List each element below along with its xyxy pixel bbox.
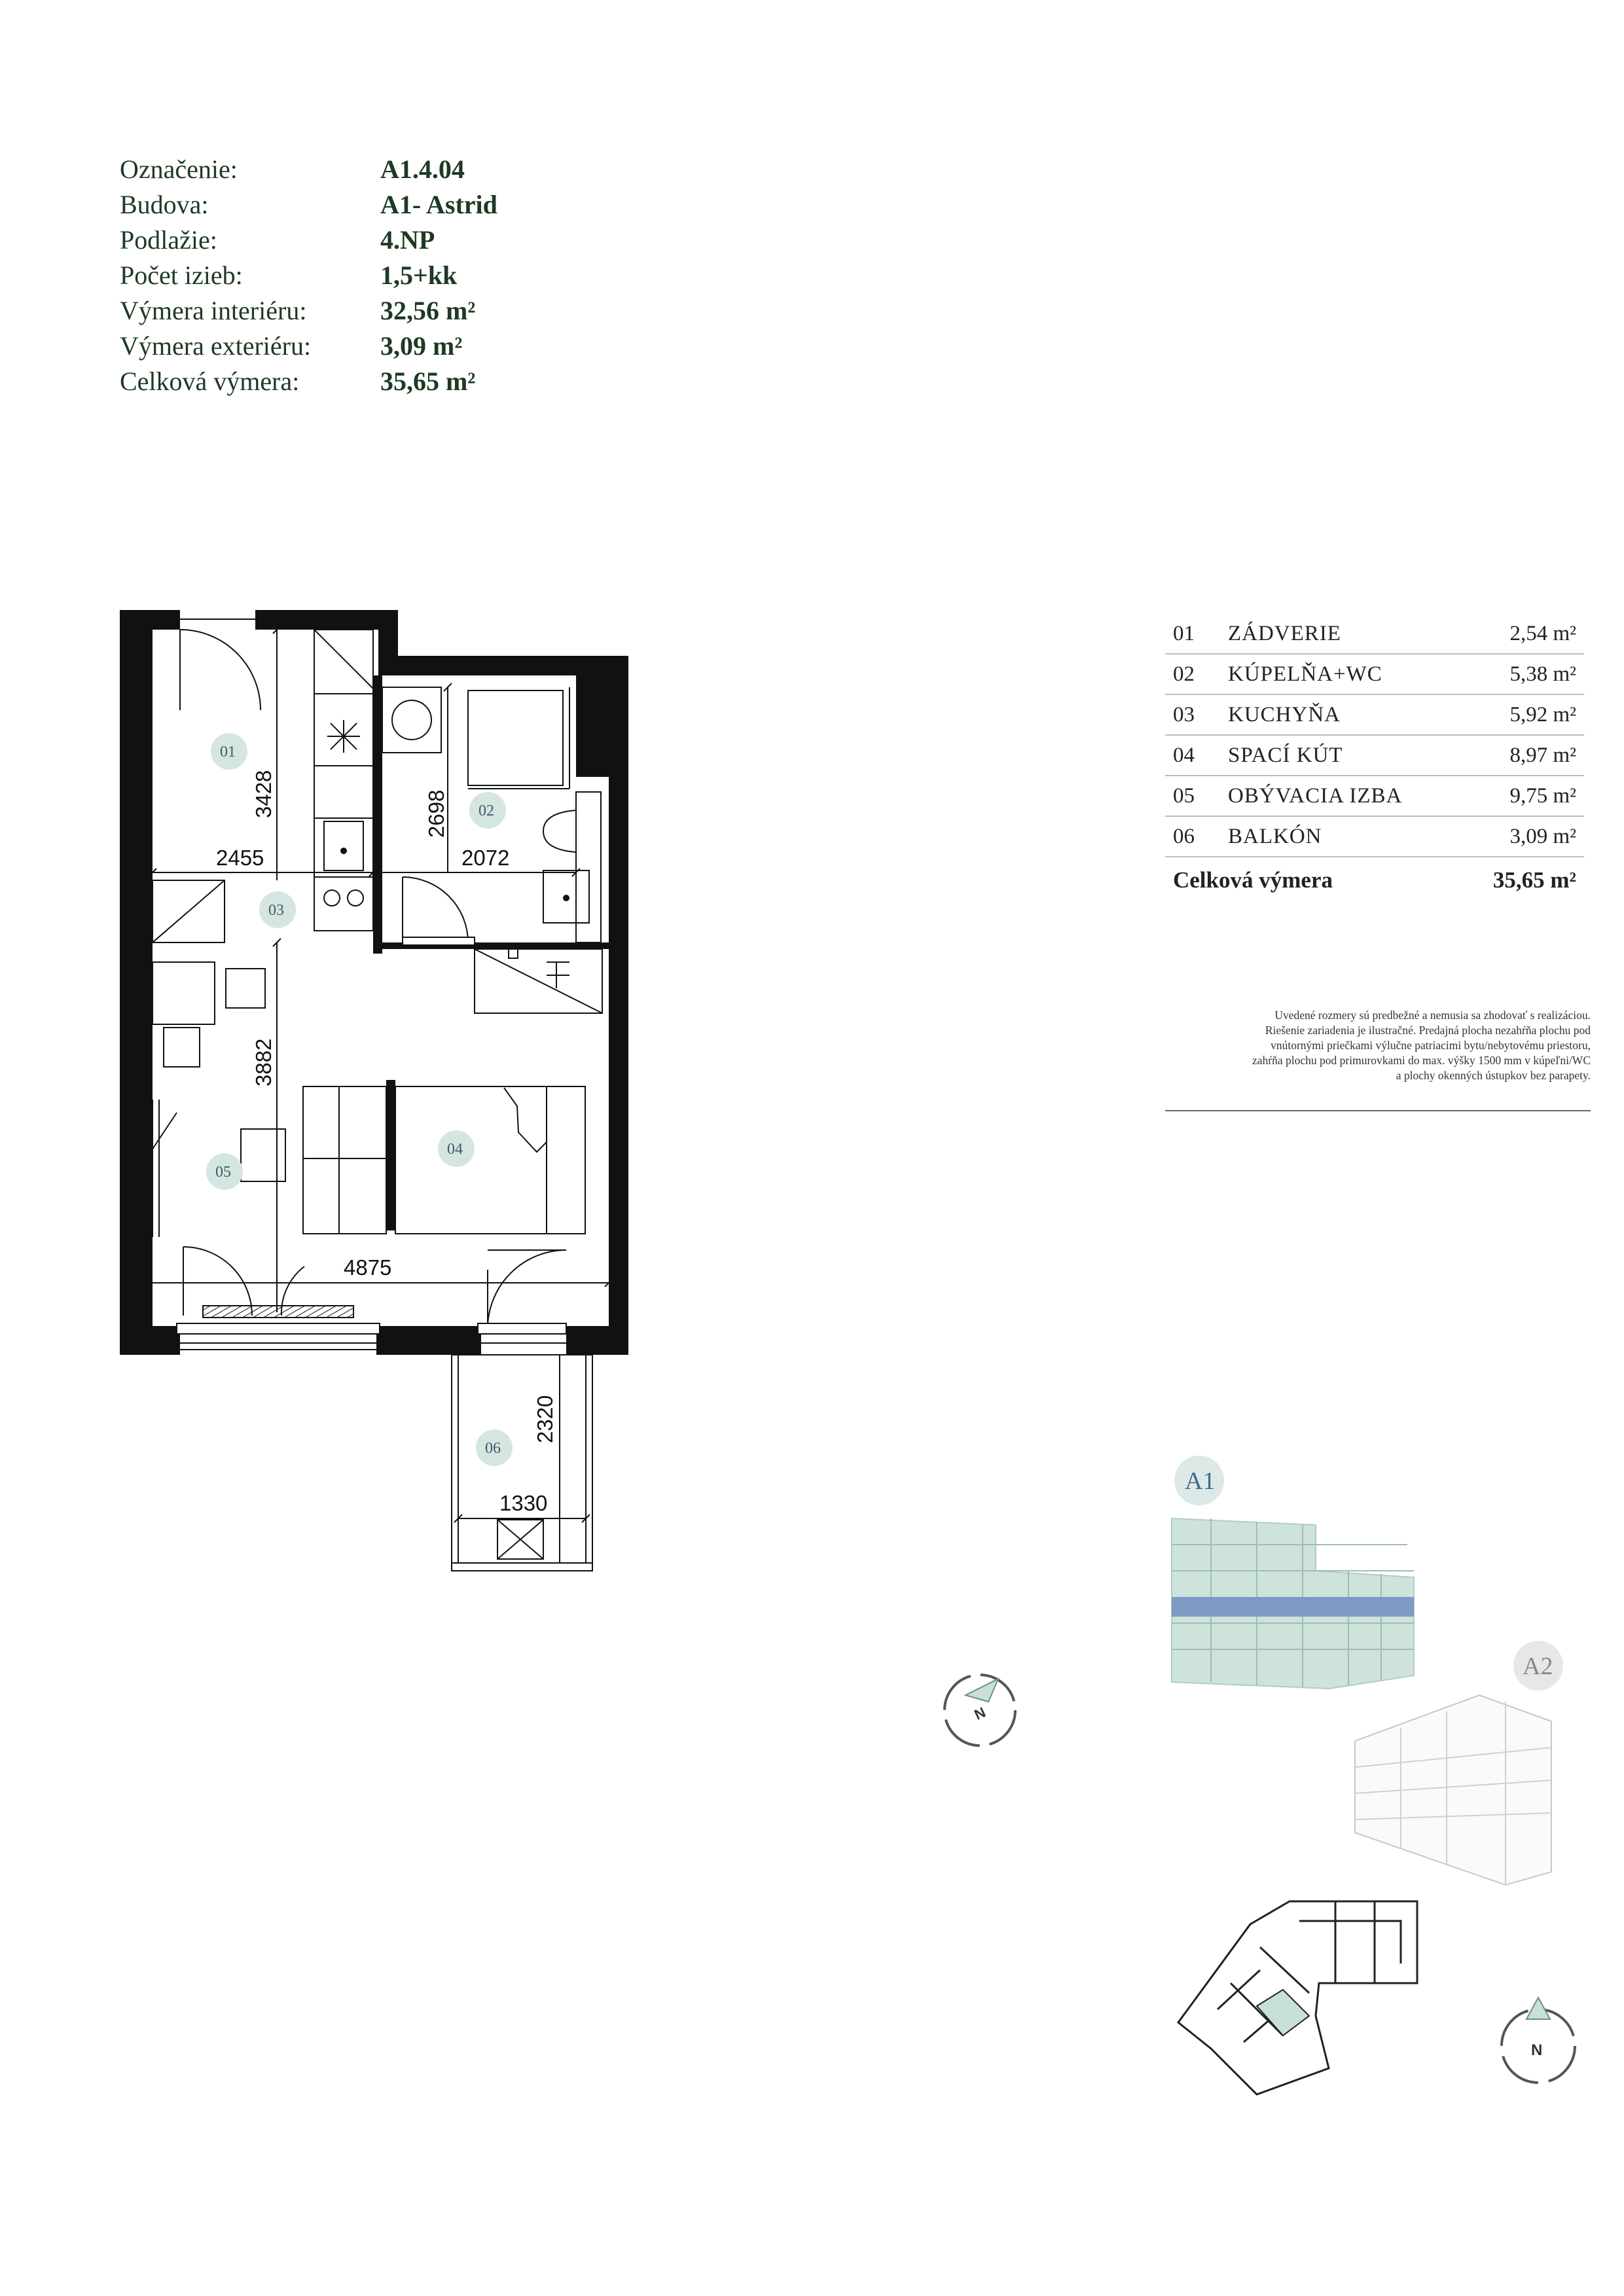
room-row: 04 SPACÍ KÚT 8,97 m² <box>1165 736 1584 776</box>
room-number: 02 <box>1173 662 1195 686</box>
dimension-label: 1330 <box>499 1491 547 1515</box>
room-area: 2,54 m² <box>1509 622 1576 645</box>
info-value: 32,56 m² <box>380 296 476 325</box>
room-area: 3,09 m² <box>1509 825 1576 848</box>
room-marker-label: 04 <box>447 1141 463 1158</box>
site-plan <box>1176 1900 1418 2096</box>
info-value: A1.4.04 <box>380 154 465 184</box>
exterior-walls <box>120 610 628 1355</box>
room-marker <box>206 1153 243 1190</box>
note-line: vnútornými priečkami výlučne patriacimi … <box>1271 1039 1591 1052</box>
room-name: ZÁDVERIE <box>1228 622 1341 645</box>
building-a2-label: A2 <box>1523 1653 1553 1680</box>
room-name: KÚPELŇA+WC <box>1228 662 1382 686</box>
info-label: Výmera interiéru: <box>120 296 307 325</box>
dimension-label: 2072 <box>461 846 509 870</box>
room-number: 05 <box>1173 784 1195 808</box>
dimension-lines <box>148 625 613 1563</box>
info-value: 1,5+kk <box>380 260 458 290</box>
dimension-label: 3428 <box>251 770 276 818</box>
info-label: Celková výmera: <box>120 367 300 396</box>
room-row: 01 ZÁDVERIE 2,54 m² <box>1165 614 1584 655</box>
info-label: Výmera exteriéru: <box>120 331 312 361</box>
compass-label: N <box>1531 2041 1542 2059</box>
compass-label: N <box>972 1704 988 1723</box>
room-marker <box>476 1429 513 1466</box>
dimension-label: 3882 <box>251 1039 276 1086</box>
info-label: Označenie: <box>120 154 238 184</box>
room-total-row: Celková výmera 35,65 m² <box>1165 857 1584 903</box>
info-value: 3,09 m² <box>380 331 463 361</box>
room-marker-label: 03 <box>268 902 284 919</box>
room-number: 06 <box>1173 825 1195 848</box>
room-row: 03 KUCHYŇA 5,92 m² <box>1165 695 1584 736</box>
room-number: 04 <box>1173 744 1195 767</box>
info-label: Počet izieb: <box>120 260 243 290</box>
note-divider <box>1165 1110 1591 1111</box>
room-marker-label: 01 <box>220 744 236 761</box>
room-row: 06 BALKÓN 3,09 m² <box>1165 817 1584 857</box>
room-name: BALKÓN <box>1228 825 1322 848</box>
room-marker-label: 02 <box>478 802 494 819</box>
building-badge <box>1513 1641 1563 1691</box>
room-marker <box>438 1130 475 1167</box>
disclaimer-note: Uvedené rozmery sú predbežné a nemusia s… <box>1139 1008 1591 1111</box>
room-area: 5,92 m² <box>1509 703 1576 726</box>
room-name: KUCHYŇA <box>1228 703 1341 726</box>
total-label: Celková výmera <box>1173 867 1333 893</box>
note-line: Uvedené rozmery sú predbežné a nemusia s… <box>1274 1009 1591 1022</box>
compass-icon: N <box>1500 1996 1576 2084</box>
room-marker-label: 05 <box>215 1164 231 1181</box>
floor-highlight-band <box>1172 1597 1414 1617</box>
info-label: Budova: <box>120 190 209 219</box>
compass-icon: N <box>943 1674 1017 1747</box>
info-value: A1- Astrid <box>380 190 497 219</box>
dimension-label: 2455 <box>216 846 264 870</box>
room-row: 02 KÚPELŇA+WC 5,38 m² <box>1165 655 1584 695</box>
info-label: Podlažie: <box>120 225 217 255</box>
note-line: a plochy okenných ústupkov bez parapety. <box>1396 1069 1591 1082</box>
note-line: zahŕňa plochu pod primurovkami do max. v… <box>1252 1054 1591 1067</box>
room-area: 9,75 m² <box>1509 784 1576 808</box>
building-a1-label: A1 <box>1185 1467 1215 1495</box>
room-marker <box>259 891 296 928</box>
room-row: 05 OBÝVACIA IZBA 9,75 m² <box>1165 776 1584 817</box>
info-value: 4.NP <box>380 225 435 255</box>
floor-plan: 3428 2455 2698 2072 3882 4875 2320 1330 <box>120 609 628 1571</box>
room-number: 03 <box>1173 703 1195 726</box>
total-area: 35,65 m² <box>1492 867 1576 893</box>
dimension-label: 4875 <box>344 1255 391 1280</box>
room-name: OBÝVACIA IZBA <box>1228 784 1403 808</box>
room-number: 01 <box>1173 622 1195 645</box>
room-table: 01 ZÁDVERIE 2,54 m² 02 KÚPELŇA+WC 5,38 m² 03… <box>1165 614 1584 903</box>
building-badge <box>1174 1456 1224 1505</box>
building-locator: A1 A2 <box>1171 1456 1563 2096</box>
room-name: SPACÍ KÚT <box>1228 744 1343 767</box>
dimension-label: 2698 <box>424 790 448 838</box>
room-marker-label: 06 <box>485 1440 501 1457</box>
info-value: 35,65 m² <box>380 367 476 396</box>
note-line: Riešenie zariadenia je ilustračné. Preda… <box>1265 1024 1591 1037</box>
room-marker <box>211 733 247 770</box>
room-markers: 01 02 03 04 05 06 <box>206 733 513 1466</box>
room-marker <box>469 792 506 829</box>
room-area: 8,97 m² <box>1509 744 1576 767</box>
room-area: 5,38 m² <box>1509 662 1576 686</box>
dimension-label: 2320 <box>533 1395 557 1443</box>
